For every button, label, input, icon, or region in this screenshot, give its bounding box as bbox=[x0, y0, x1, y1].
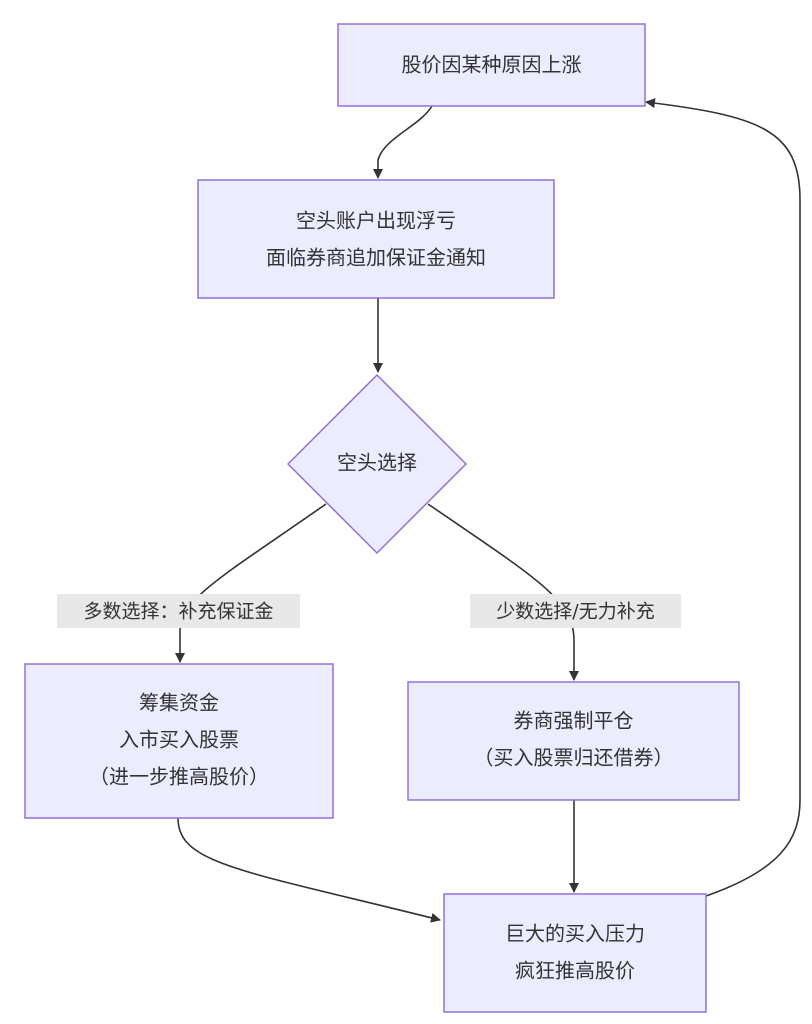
node-price-rise-line-1: 股价因某种原因上涨 bbox=[402, 53, 582, 77]
node-raise-funds-line-2: 入市买入股票 bbox=[119, 728, 239, 752]
node-forced-close: 券商强制平仓 （买入股票归还借券） bbox=[407, 681, 740, 801]
edge-label-right-text: 少数选择/无力补充 bbox=[496, 601, 654, 623]
edge-label-left: 多数选择：补充保证金 bbox=[57, 594, 300, 628]
edge-raise-funds-to-pressure bbox=[177, 817, 441, 923]
node-raise-funds-line-1: 筹集资金 bbox=[139, 691, 219, 715]
node-buying-pressure-line-1: 巨大的买入压力 bbox=[505, 922, 645, 946]
edge-label-right: 少数选择/无力补充 bbox=[470, 594, 681, 628]
edge-label-left-text: 多数选择：补充保证金 bbox=[83, 601, 273, 623]
node-raise-funds: 筹集资金 入市买入股票 （进一步推高股价） bbox=[24, 663, 334, 819]
node-margin-call-line-1: 空头账户出现浮亏 bbox=[296, 209, 456, 233]
edge-pressure-to-rise-loop bbox=[645, 98, 801, 897]
node-price-rise: 股价因某种原因上涨 bbox=[337, 23, 646, 107]
node-forced-close-line-2: （买入股票归还借券） bbox=[474, 746, 674, 770]
edge-choice-to-forced-close bbox=[427, 503, 579, 681]
node-buying-pressure: 巨大的买入压力 疯狂推高股价 bbox=[443, 893, 707, 1013]
edge-choice-to-raise-funds bbox=[175, 503, 327, 663]
node-margin-call: 空头账户出现浮亏 面临券商追加保证金通知 bbox=[197, 179, 555, 299]
node-buying-pressure-line-2: 疯狂推高股价 bbox=[515, 959, 635, 983]
edge-rise-to-margin-call bbox=[373, 105, 433, 179]
node-margin-call-line-2: 面临券商追加保证金通知 bbox=[266, 246, 486, 270]
node-short-choice-line-1: 空头选择 bbox=[337, 451, 417, 475]
node-raise-funds-line-3: （进一步推高股价） bbox=[89, 765, 269, 789]
node-forced-close-line-1: 券商强制平仓 bbox=[514, 709, 634, 733]
edges bbox=[175, 98, 801, 923]
node-short-choice: 空头选择 bbox=[286, 373, 468, 555]
